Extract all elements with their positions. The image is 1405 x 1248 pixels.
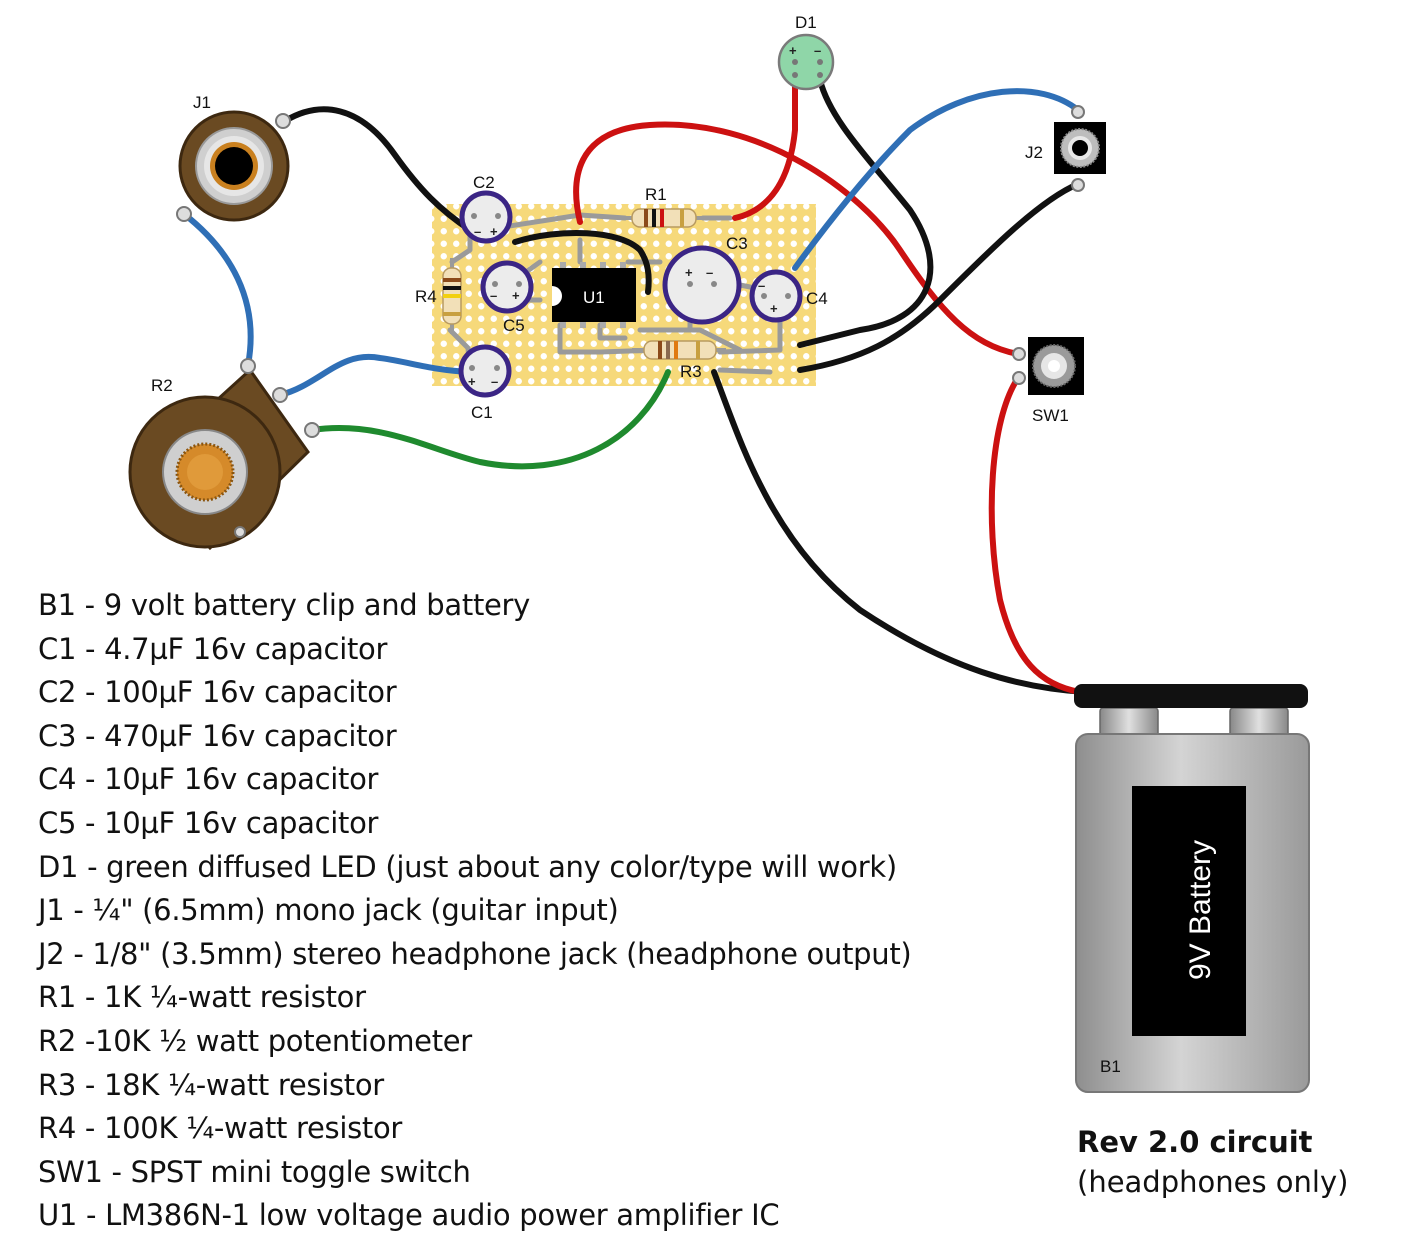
wire-board-to-j2 xyxy=(797,181,1081,373)
wire-r2-to-r3 xyxy=(309,369,671,470)
r3-resistor xyxy=(632,340,726,360)
svg-text:+: + xyxy=(685,265,693,280)
svg-text:+: + xyxy=(770,301,778,316)
c5-label: C5 xyxy=(503,316,525,335)
wire-board-to-sw1 xyxy=(573,121,1021,357)
wire-r1-to-d1 xyxy=(732,77,798,221)
wire-sw1-to-battery xyxy=(988,375,1083,695)
r2-potentiometer xyxy=(128,358,320,551)
parts-list-item: U1 - LM386N-1 low voltage audio power am… xyxy=(38,1198,780,1233)
revision-title: Rev 2.0 circuit xyxy=(1077,1125,1313,1159)
svg-text:+: + xyxy=(468,374,476,389)
svg-text:–: – xyxy=(706,265,713,280)
parts-list-item: R2 -10K ½ watt potentiometer xyxy=(38,1023,472,1058)
revision-note: Rev 2.0 circuit (headphones only) xyxy=(1077,1122,1348,1202)
wire-r3-to-battery xyxy=(711,369,1088,695)
svg-text:–: – xyxy=(814,43,821,58)
sw1-label: SW1 xyxy=(1032,406,1069,425)
c3-capacitor: +– xyxy=(662,245,742,325)
revision-subtitle: (headphones only) xyxy=(1077,1165,1349,1199)
r4-label: R4 xyxy=(415,287,437,306)
b1-9v-battery xyxy=(1074,684,1310,1093)
d1-label: D1 xyxy=(795,13,817,32)
parts-list: B1 - 9 volt battery clip and battery C1 … xyxy=(38,584,912,1238)
c2-capacitor: –+ xyxy=(459,190,513,244)
d1-led: +– xyxy=(777,33,835,91)
svg-text:–: – xyxy=(474,224,481,239)
wire-r2-to-c1 xyxy=(277,353,473,398)
wire-c4-to-j2 xyxy=(792,88,1081,271)
svg-text:+: + xyxy=(789,43,797,58)
parts-list-item: D1 - green diffused LED (just about any … xyxy=(38,849,897,884)
battery-text: 9V Battery xyxy=(1184,840,1217,980)
parts-list-item: C1 - 4.7µF 16v capacitor xyxy=(38,631,388,666)
wire-j1-to-c2 xyxy=(282,106,473,233)
svg-text:–: – xyxy=(491,374,498,389)
c4-label: C4 xyxy=(806,289,828,308)
u1-ic xyxy=(552,262,636,328)
wire-j1-to-r2 xyxy=(181,211,254,368)
j2-stereo-jack xyxy=(1054,105,1106,192)
r1-resistor xyxy=(622,208,706,228)
svg-text:–: – xyxy=(490,288,497,303)
parts-list-item: R1 - 1K ¼-watt resistor xyxy=(38,980,366,1015)
j1-mono-jack xyxy=(176,110,291,222)
r4-resistor xyxy=(442,258,462,334)
svg-text:+: + xyxy=(512,288,520,303)
parts-list-item: SW1 - SPST mini toggle switch xyxy=(38,1154,471,1189)
r1-label: R1 xyxy=(645,185,667,204)
c1-capacitor: +– xyxy=(458,344,512,398)
parts-list-item: J2 - 1/8" (3.5mm) stereo headphone jack … xyxy=(38,936,912,971)
parts-list-item: C4 - 10µF 16v capacitor xyxy=(38,762,379,797)
parts-list-item: J1 - ¼" (6.5mm) mono jack (guitar input) xyxy=(38,893,619,928)
u1-label: U1 xyxy=(583,288,605,307)
c5-capacitor: –+ xyxy=(480,260,534,314)
parts-list-item: R4 - 100K ¼-watt resistor xyxy=(38,1111,403,1146)
c4-capacitor: –+ xyxy=(749,269,803,323)
r3-label: R3 xyxy=(680,362,702,381)
j1-label: J1 xyxy=(193,93,211,112)
parts-list-item: C5 - 10µF 16v capacitor xyxy=(38,805,379,840)
j2-label: J2 xyxy=(1025,143,1043,162)
wire-d1-to-board xyxy=(797,77,934,348)
parts-list-item: R3 - 18K ¼-watt resistor xyxy=(38,1067,384,1102)
wires xyxy=(181,77,1088,695)
c3-label: C3 xyxy=(726,234,748,253)
parts-list-item: C3 - 470µF 16v capacitor xyxy=(38,718,397,753)
c2-label: C2 xyxy=(473,173,495,192)
svg-text:+: + xyxy=(490,224,498,239)
b1-label: B1 xyxy=(1100,1057,1121,1076)
svg-text:–: – xyxy=(758,278,765,293)
r2-label: R2 xyxy=(151,376,173,395)
sw1-toggle-switch xyxy=(1012,337,1084,395)
parts-list-item: C2 - 100µF 16v capacitor xyxy=(38,675,397,710)
wire-board-jumper xyxy=(512,229,652,295)
c1-label: C1 xyxy=(471,403,493,422)
parts-list-item: B1 - 9 volt battery clip and battery xyxy=(38,588,531,622)
